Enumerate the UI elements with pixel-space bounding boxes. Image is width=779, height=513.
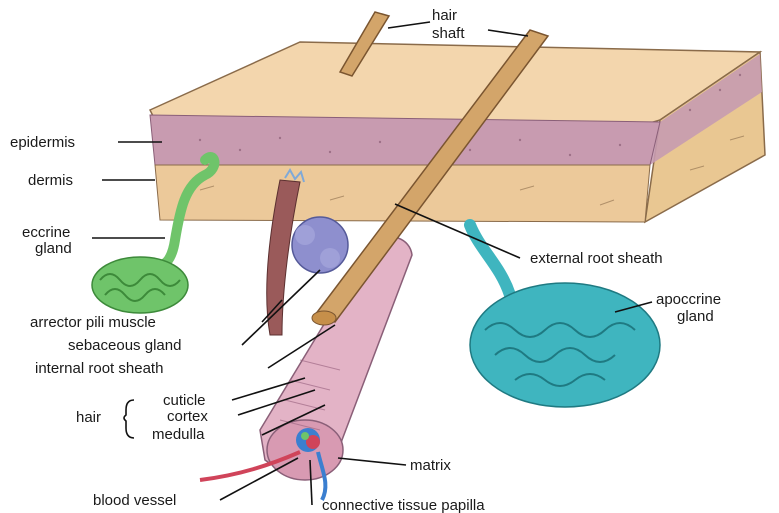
label-eccrine-2: gland: [35, 240, 72, 257]
label-hair: hair: [76, 409, 101, 426]
label-blood-vessel: blood vessel: [93, 492, 176, 509]
label-hair-shaft-1: hair: [432, 7, 457, 24]
label-cuticle: cuticle: [163, 392, 206, 409]
label-matrix: matrix: [410, 457, 451, 474]
label-eccrine-1: eccrine: [22, 224, 70, 241]
label-sebaceous-gland: sebaceous gland: [68, 337, 181, 354]
label-connective-tissue-papilla: connective tissue papilla: [322, 497, 485, 513]
label-dermis: dermis: [28, 172, 73, 189]
label-external-root-sheath: external root sheath: [530, 250, 663, 267]
label-arrector-pili-muscle: arrector pili muscle: [30, 314, 156, 331]
label-internal-root-sheath: internal root sheath: [35, 360, 163, 377]
sebaceous-gland: [292, 217, 348, 273]
label-hair-shaft-2: shaft: [432, 25, 465, 42]
epidermis-layer: [150, 115, 660, 165]
label-cortex: cortex: [167, 408, 208, 425]
label-apocrine-2: gland: [677, 308, 714, 325]
label-epidermis: epidermis: [10, 134, 75, 151]
label-medulla: medulla: [152, 426, 205, 443]
label-apocrine-1: apoccrine: [656, 291, 721, 308]
